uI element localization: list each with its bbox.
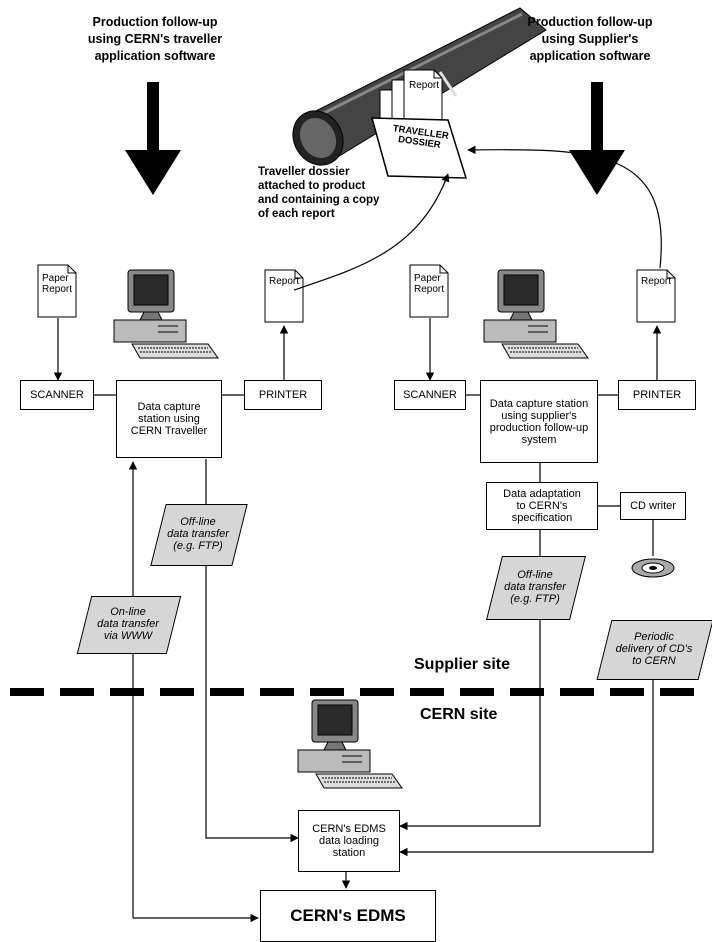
right-computer-icon [483, 269, 589, 359]
cd-writer-box: CD writer [620, 492, 686, 520]
dossier-report-label: Report [409, 80, 440, 91]
left-header-arrow [125, 82, 181, 195]
cern-edms-box: CERN's EDMS [260, 890, 436, 942]
cd-disc-icon [631, 558, 675, 578]
cern-site-label: CERN site [420, 706, 498, 723]
right-header-arrow [569, 82, 625, 195]
supplier-site-label: Supplier site [414, 656, 511, 673]
left-report-label: Report [269, 276, 300, 287]
right-scanner-box: SCANNER [394, 380, 466, 410]
right-report-label: Report [641, 276, 672, 287]
traveller-folder-icon [371, 117, 468, 179]
cern-computer-icon [297, 699, 403, 789]
left-scanner-box: SCANNER [20, 380, 94, 410]
left-printer-box: PRINTER [244, 380, 322, 410]
right-printer-box: PRINTER [618, 380, 696, 410]
left-computer-icon [113, 269, 219, 359]
connectors [53, 145, 662, 923]
